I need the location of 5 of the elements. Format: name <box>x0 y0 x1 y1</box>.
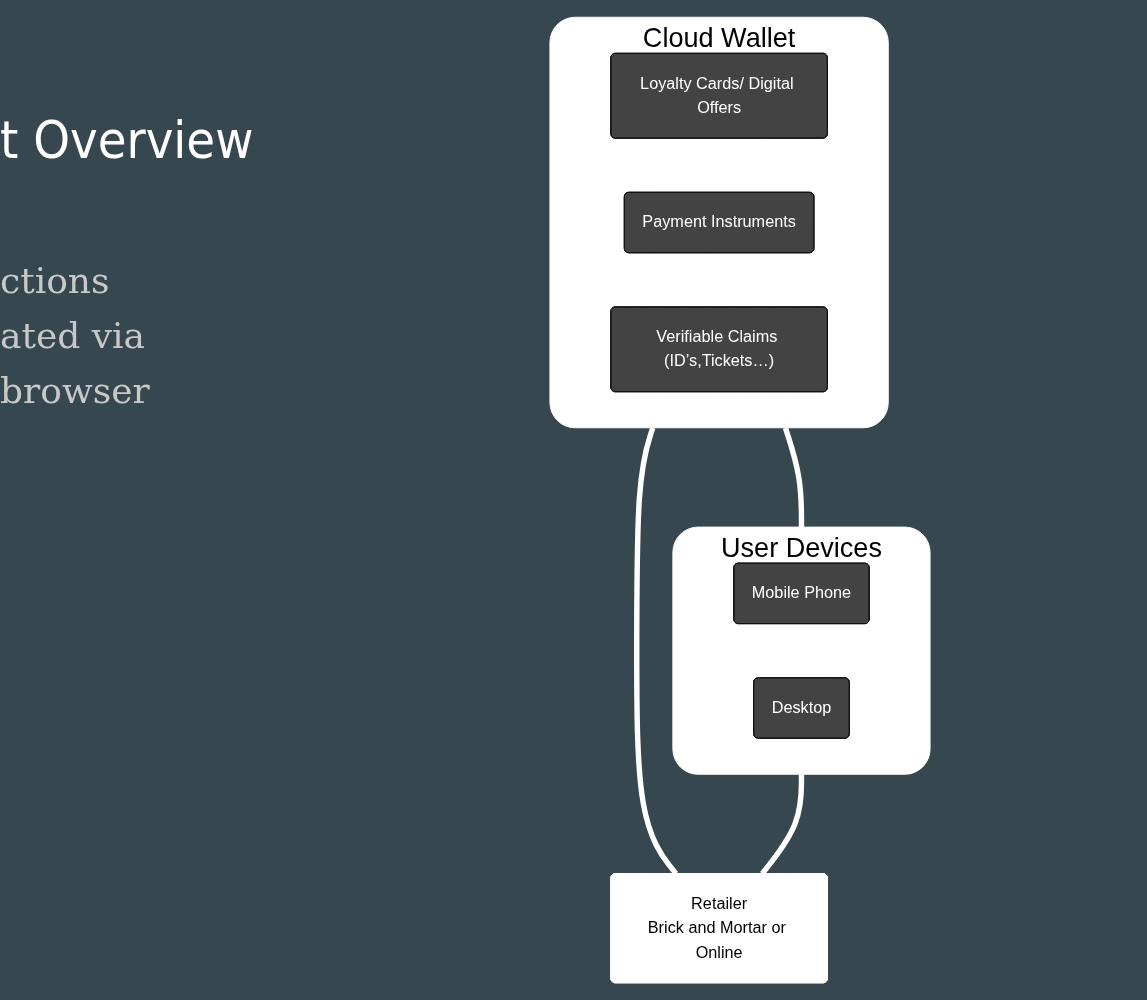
slide-title: t Overview <box>0 110 254 170</box>
bullet-text: ated via <box>0 315 146 356</box>
bullet-text: ctions <box>0 260 110 301</box>
bullet-text: browser <box>0 370 150 411</box>
connector <box>782 426 805 528</box>
